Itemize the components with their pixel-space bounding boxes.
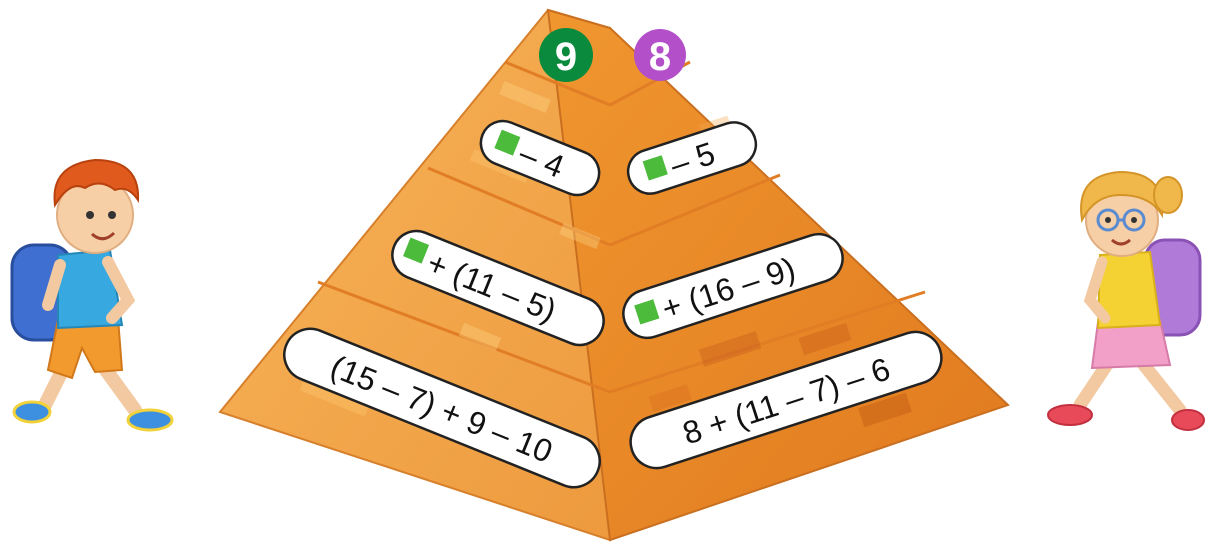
badge-left-number: 9: [555, 35, 577, 79]
badge-right-number: 8: [649, 35, 671, 79]
girl-with-backpack-icon: [1048, 172, 1204, 430]
badge-right: 8: [634, 29, 686, 81]
badge-left: 9: [539, 28, 593, 82]
boy-with-backpack-icon: [12, 160, 172, 430]
